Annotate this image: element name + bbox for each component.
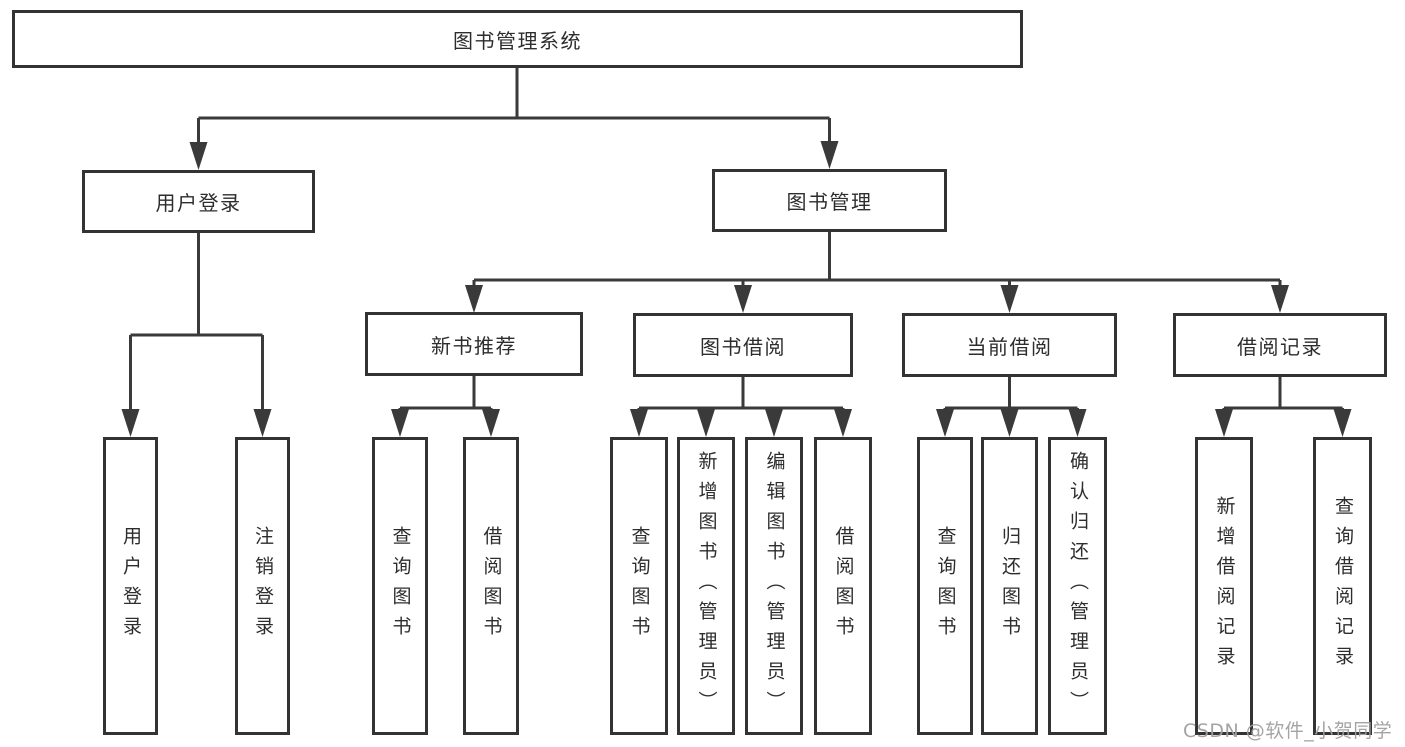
leaf-return-book-label: 归还图书 xyxy=(999,526,1021,646)
connector-user-login-to-leaves xyxy=(121,233,272,437)
leaf-query-books-1-label: 查询图书 xyxy=(389,526,412,646)
leaf-confirm-return-admin: 确认归还（管理员） xyxy=(1048,437,1107,735)
connector-book-management-to-level3 xyxy=(465,232,1289,313)
node-book-borrow: 图书借阅 xyxy=(633,313,853,377)
connector-borrow-records-to-leaves xyxy=(1215,377,1352,437)
leaf-add-borrow-record-label: 新增借阅记录 xyxy=(1213,496,1236,676)
leaf-add-borrow-record: 新增借阅记录 xyxy=(1195,437,1253,735)
leaf-confirm-return-admin-label: 确认归还（管理员） xyxy=(1067,451,1089,721)
leaf-user-login-label: 用户登录 xyxy=(120,526,142,646)
node-current-borrow-label: 当前借阅 xyxy=(966,334,1053,359)
leaf-edit-book-admin: 编辑图书（管理员） xyxy=(745,437,803,735)
leaf-logout: 注销登录 xyxy=(235,437,290,735)
node-book-management: 图书管理 xyxy=(712,169,947,232)
node-borrow-records: 借阅记录 xyxy=(1173,313,1387,377)
leaf-query-borrow-record-label: 查询借阅记录 xyxy=(1332,496,1354,676)
leaf-borrow-books-2-label: 借阅图书 xyxy=(832,526,855,646)
csdn-watermark: CSDN @软件_小贺同学 xyxy=(1183,720,1393,742)
leaf-add-book-admin-label: 新增图书（管理员） xyxy=(695,451,718,721)
node-borrow-records-label: 借阅记录 xyxy=(1237,334,1323,359)
leaf-query-borrow-record: 查询借阅记录 xyxy=(1313,437,1372,735)
leaf-query-books-1: 查询图书 xyxy=(372,437,428,735)
connector-new-book-recommend-to-leaves xyxy=(391,376,500,437)
node-root: 图书管理系统 xyxy=(12,10,1023,68)
node-user-login: 用户登录 xyxy=(82,170,315,233)
node-new-book-recommend-label: 新书推荐 xyxy=(431,333,517,358)
leaf-query-books-3: 查询图书 xyxy=(917,437,973,735)
connector-current-borrow-to-leaves xyxy=(936,377,1087,437)
node-new-book-recommend: 新书推荐 xyxy=(365,312,583,376)
connector-root-to-level2 xyxy=(189,68,839,170)
node-current-borrow: 当前借阅 xyxy=(902,313,1117,377)
node-book-management-label: 图书管理 xyxy=(786,190,873,214)
leaf-add-book-admin: 新增图书（管理员） xyxy=(677,437,735,735)
leaf-logout-label: 注销登录 xyxy=(252,526,274,646)
leaf-borrow-books-1-label: 借阅图书 xyxy=(480,526,503,646)
leaf-query-books-2-label: 查询图书 xyxy=(628,526,651,646)
connector-book-borrow-to-leaves xyxy=(630,377,852,437)
leaf-query-books-3-label: 查询图书 xyxy=(934,526,957,646)
node-root-label: 图书管理系统 xyxy=(453,28,582,53)
leaf-borrow-books-2: 借阅图书 xyxy=(814,437,872,735)
leaf-return-book: 归还图书 xyxy=(981,437,1038,735)
leaf-query-books-2: 查询图书 xyxy=(610,437,668,735)
leaf-edit-book-admin-label: 编辑图书（管理员） xyxy=(763,451,786,721)
node-book-borrow-label: 图书借阅 xyxy=(700,334,786,359)
node-user-login-label: 用户登录 xyxy=(155,191,242,215)
leaf-borrow-books-1: 借阅图书 xyxy=(463,437,519,735)
leaf-user-login: 用户登录 xyxy=(103,437,158,735)
